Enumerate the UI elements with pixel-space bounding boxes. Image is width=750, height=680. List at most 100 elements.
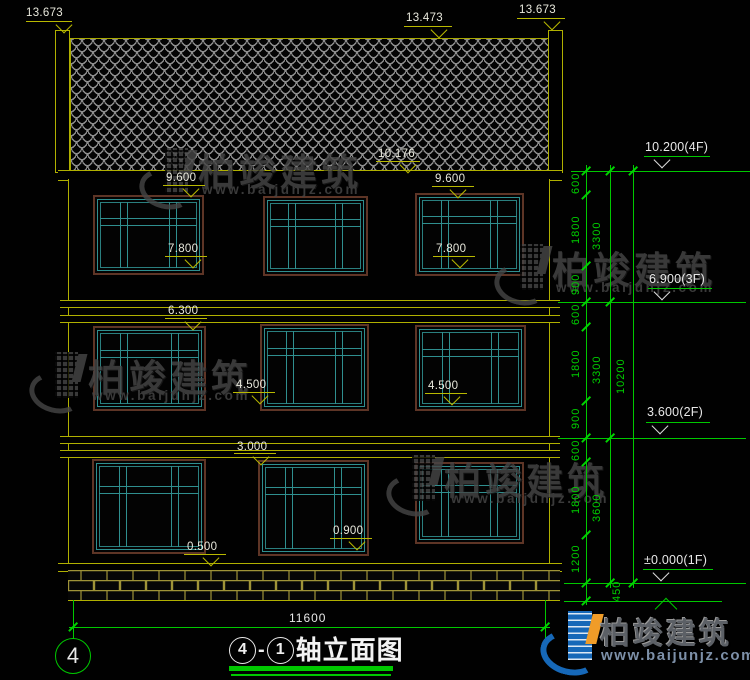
window-mullion xyxy=(288,203,297,269)
window-mullion xyxy=(489,200,498,269)
level-marker-line xyxy=(646,422,710,424)
level-line xyxy=(165,318,207,320)
level-text-parapet-left: 13.673 xyxy=(26,7,63,19)
watermark: 柏竣建筑 www.baijunjz.com xyxy=(134,146,382,215)
window-mullion xyxy=(119,466,128,547)
watermark: 柏竣建筑 www.baijunjz.com xyxy=(24,350,272,419)
dim-3300: 3300 xyxy=(591,221,603,251)
level-text-f3-head-right: 9.600 xyxy=(435,173,466,185)
window-transom xyxy=(100,349,199,358)
title-text: 轴立面图 xyxy=(295,635,404,665)
watermark-logo-icon xyxy=(24,352,88,419)
watermark-brand: 柏竣建筑 xyxy=(88,358,252,399)
watermark-brand: 柏竣建筑 xyxy=(552,250,716,291)
title-axis-end: 1 xyxy=(266,636,294,664)
window-frame xyxy=(419,197,520,272)
level-text-ridge: 13.473 xyxy=(406,12,443,24)
dim-endpoint-mark xyxy=(541,623,550,632)
window-mid-1 xyxy=(93,326,206,411)
title-axis-start: 4 xyxy=(229,636,256,664)
watermark-logo-icon xyxy=(381,455,445,522)
extension-line-left xyxy=(73,600,75,639)
window-transom xyxy=(99,485,199,494)
window-frame xyxy=(97,199,200,271)
level-triangle-icon xyxy=(651,417,669,435)
level-line xyxy=(165,256,207,258)
floor2-band-lower xyxy=(60,450,560,458)
window-frame xyxy=(419,329,522,407)
floor2-band-upper xyxy=(60,436,560,444)
level-text-eave: 10.176 xyxy=(378,148,415,160)
window-mullion xyxy=(491,332,500,404)
level-line xyxy=(433,256,475,258)
parapet-left xyxy=(55,30,70,173)
window-mullion xyxy=(334,467,343,549)
title-underline xyxy=(229,666,393,671)
roof-tile-hatch xyxy=(70,38,550,172)
level-triangle-icon xyxy=(652,564,670,582)
dim-chain-line xyxy=(586,165,588,605)
dim-1800: 1800 xyxy=(570,215,582,245)
window-transom xyxy=(422,485,517,494)
dim-1800: 1800 xyxy=(570,485,582,515)
window-mullion xyxy=(284,467,293,549)
dim-10200: 10200 xyxy=(615,358,627,394)
level-text-parapet-right: 13.673 xyxy=(519,4,556,16)
window-frame xyxy=(97,330,202,407)
window-top-2 xyxy=(263,196,368,276)
level-text-f2-sill-left: 4.500 xyxy=(236,379,267,391)
logo-building xyxy=(568,611,592,660)
brand-name: 柏竣建筑 xyxy=(600,618,732,651)
level-line xyxy=(404,26,452,28)
level-line xyxy=(432,186,474,188)
watermark: 柏竣建筑 www.baijunjz.com xyxy=(381,453,750,522)
dim-1200: 1200 xyxy=(570,544,582,574)
floor3-band-upper xyxy=(60,300,560,308)
brand-website: www.baijunjz.com xyxy=(601,647,750,664)
title-dash: - xyxy=(258,638,265,661)
level-line xyxy=(163,185,205,187)
window-mullion xyxy=(170,466,179,547)
level-text-f3-head-left: 9.600 xyxy=(166,172,197,184)
level-text-f2-head: 6.300 xyxy=(168,305,199,317)
level-text-f3-sill-right: 7.800 xyxy=(436,243,467,255)
level-line xyxy=(425,393,467,395)
floor3-band-lower xyxy=(60,315,560,323)
level-line-4F xyxy=(571,171,750,173)
level-marker-line xyxy=(644,156,710,158)
window-mullion xyxy=(119,202,128,268)
level-line xyxy=(330,538,372,540)
dim-3600: 3600 xyxy=(591,493,603,523)
level-line-3F xyxy=(558,302,746,304)
level-line xyxy=(376,161,420,163)
level-line xyxy=(517,18,565,20)
overall-width-dim: 11600 xyxy=(289,611,327,625)
dim-1800: 1800 xyxy=(570,349,582,379)
axis-bubble-4: 4 xyxy=(55,638,91,674)
level-triangle-icon xyxy=(653,151,671,169)
brand-logo-icon xyxy=(535,611,605,680)
level-line xyxy=(233,392,275,394)
drawing-title: 4 - 1 轴立面图 xyxy=(229,636,404,664)
dim-450: 450 xyxy=(611,580,623,602)
level-text-f1-sill-mid: 0.900 xyxy=(333,525,364,537)
watermark-logo-icon xyxy=(134,148,198,215)
watermark-brand: 柏竣建筑 xyxy=(198,152,362,193)
bottom-dim-line xyxy=(73,627,545,629)
window-frame xyxy=(262,464,365,552)
window-transom xyxy=(422,216,517,225)
level-text-f2-sill-right: 4.500 xyxy=(428,380,459,392)
brick-base xyxy=(68,570,560,601)
level-marker-line xyxy=(643,569,713,571)
window-bot-1 xyxy=(92,459,206,554)
window-mullion xyxy=(334,331,343,404)
level-line-1F xyxy=(564,583,746,585)
level-text-1F: ±0.000(1F) xyxy=(644,553,708,567)
level-marker-line xyxy=(648,288,712,290)
window-top-3 xyxy=(415,193,524,276)
window-transom xyxy=(422,349,519,358)
window-mullion xyxy=(170,333,179,404)
title-underline-thin xyxy=(231,674,391,676)
level-line-ground xyxy=(564,601,722,603)
